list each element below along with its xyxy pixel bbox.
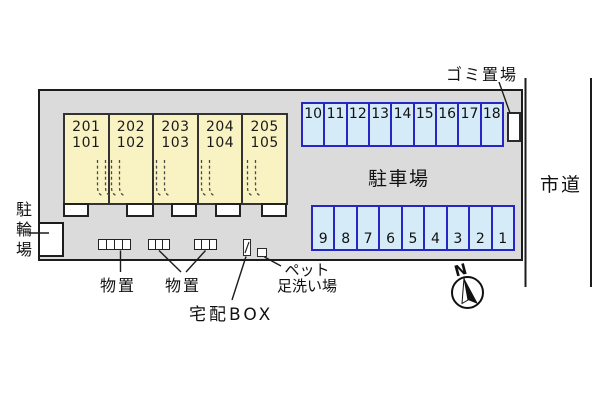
entrance-porch (126, 203, 154, 217)
unit-number-lower: 103 (161, 134, 190, 151)
storage-cell (114, 240, 122, 249)
parking-stall: 16 (434, 104, 457, 145)
building-unit: 203 103 (152, 115, 197, 203)
bicycle-parking-label: 駐輪場 (13, 201, 32, 261)
storage-cell (208, 240, 216, 249)
parking-stall: 3 (445, 207, 468, 249)
storage-cell (106, 240, 114, 249)
parking-lot-label: 駐車場 (368, 168, 430, 190)
building-unit: 204 104 (196, 115, 242, 203)
storage-cell (99, 240, 106, 249)
parking-row-top: 10 11 12 13 14 15 16 17 18 (301, 102, 504, 147)
parking-stall: 5 (400, 207, 423, 249)
parking-stall: 14 (390, 104, 412, 145)
entrance-porch (171, 203, 197, 217)
storage-cell (201, 240, 208, 249)
building-unit: 201 101 (65, 115, 108, 203)
storage-cell (162, 240, 169, 249)
delivery-box (243, 239, 251, 256)
parking-stall: 13 (367, 104, 390, 145)
pet-foot-wash-label: ペット 足洗い場 (264, 262, 350, 294)
unit-number-upper: 203 (161, 119, 190, 135)
unit-number-lower: 105 (250, 134, 279, 151)
parking-stall: 1 (490, 207, 513, 249)
parking-stall: 2 (468, 207, 490, 249)
storage-shed-group (194, 239, 217, 250)
parking-stall: 15 (412, 104, 435, 145)
parking-stall: 4 (423, 207, 445, 249)
parking-stall: 11 (323, 104, 345, 145)
unit-number-lower: 101 (72, 134, 101, 151)
delivery-box-label: 宅配BOX (189, 305, 274, 325)
parking-stall: 17 (457, 104, 479, 145)
parking-row-bottom: 9 8 7 6 5 4 3 2 1 (311, 205, 515, 251)
compass-needle-white (461, 277, 469, 305)
unit-number-lower: 104 (205, 134, 235, 151)
parking-stall: 7 (355, 207, 378, 249)
parking-stall: 8 (333, 207, 355, 249)
unit-number-lower: 102 (116, 134, 145, 151)
unit-number-upper: 205 (250, 119, 279, 135)
entrance-porch (261, 203, 287, 217)
garbage-area-box (507, 112, 521, 142)
garbage-area-label: ゴミ置場 (446, 65, 519, 84)
parking-stall: 9 (318, 231, 328, 247)
parking-stall: 18 (479, 104, 502, 145)
parking-stall: 6 (378, 207, 400, 249)
storage-label-left: 物置 (100, 276, 137, 295)
storage-shed-group (148, 239, 170, 250)
storage-cell (122, 240, 130, 249)
unit-number-upper: 204 (205, 119, 235, 135)
parking-stall: 10 (304, 106, 323, 122)
delivery-leader-line (231, 256, 247, 301)
storage-shed-group (98, 239, 131, 250)
pet-foot-wash-box (257, 248, 267, 257)
unit-number-upper: 201 (72, 119, 101, 135)
storage-label-mid: 物置 (165, 276, 202, 295)
entrance-porch (215, 203, 241, 217)
entrance-porch (63, 203, 89, 217)
parking-stall: 12 (345, 104, 368, 145)
compass-north-label: N (452, 260, 469, 281)
compass: N (451, 260, 484, 309)
apartment-building: 201 101 202 102 203 103 204 104 205 105 (63, 113, 288, 205)
pet-label-line1: ペット (284, 261, 330, 279)
building-unit: 202 102 (107, 115, 153, 203)
pet-label-line2: 足洗い場 (276, 277, 337, 295)
compass-circle (451, 276, 484, 309)
bicycle-parking-box (38, 222, 64, 257)
unit-number-upper: 202 (116, 119, 145, 135)
building-unit: 205 105 (241, 115, 286, 203)
storage-cell (155, 240, 162, 249)
city-road-label: 市道 (540, 174, 583, 196)
compass-needle-black (464, 278, 478, 304)
